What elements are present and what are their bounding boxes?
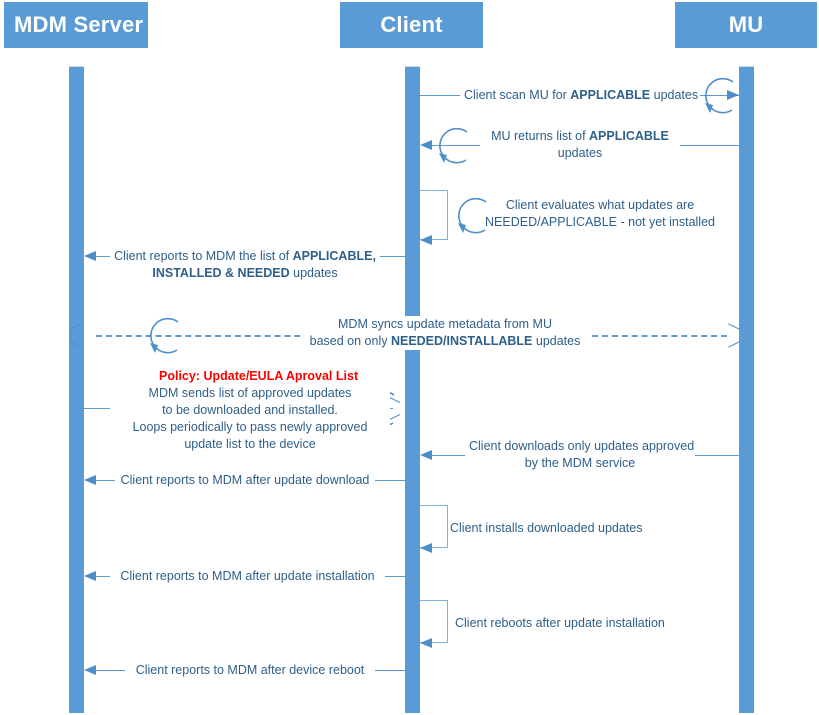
participant-header-mdm-server[interactable]: MDM Server <box>4 2 148 48</box>
loop-arrow-icon-m5 <box>139 310 191 362</box>
label-line: NEEDED/APPLICABLE - not yet installed <box>485 215 715 229</box>
self-message-box-m11[interactable] <box>420 600 448 643</box>
message-label-m11: Client reboots after update installation <box>455 616 665 630</box>
message-line <box>84 408 393 409</box>
participant-label-client: Client <box>380 12 443 37</box>
lifeline-client <box>405 66 420 713</box>
loop-arrow-icon-m2 <box>428 120 480 172</box>
message-line <box>420 95 739 96</box>
arrowhead-left-icon <box>420 235 432 245</box>
label-line: update list to the device <box>184 437 316 451</box>
arrowhead-right-icon <box>727 90 739 100</box>
self-message-box-m9[interactable] <box>420 505 448 548</box>
label-line: MDM syncs update metadata from MU <box>338 317 552 331</box>
arrowhead-left-icon <box>84 251 96 261</box>
message-label-m4: Client reports to MDM the list of APPLIC… <box>110 248 380 282</box>
label-part: MU returns list of <box>491 129 590 143</box>
loop-arrow-icon-m6 <box>355 383 407 435</box>
message-line <box>96 480 405 481</box>
arrowhead-right-icon <box>727 329 739 341</box>
message-label-m5: MDM syncs update metadata from MU based … <box>300 316 590 350</box>
arrowhead-left-icon <box>84 475 96 485</box>
label-line: MDM sends list of approved updates <box>148 386 352 400</box>
label-line: updates <box>557 146 603 160</box>
lifeline-mu <box>739 66 754 713</box>
arrowhead-left-icon <box>420 450 432 460</box>
participant-header-client[interactable]: Client <box>340 2 483 48</box>
message-line <box>96 256 405 257</box>
label-part: updates <box>289 266 338 280</box>
participant-label-mu: MU <box>728 12 764 37</box>
arrowhead-left-icon <box>420 140 432 150</box>
label-line: to be downloaded and installed. <box>162 403 338 417</box>
arrowhead-left-icon <box>420 543 432 553</box>
message-label-m3: Client evaluates what updates are NEEDED… <box>480 197 720 231</box>
participant-label-mdm-server: MDM Server <box>14 12 144 37</box>
loop-arrow-icon-m3 <box>447 190 499 242</box>
label-part-strong: INSTALLED & NEEDED <box>152 266 290 280</box>
label-part-strong: APPLICABLE <box>589 129 669 143</box>
label-line: MU returns list of APPLICABLE <box>484 128 676 145</box>
label-line: Client downloads only updates approved <box>469 439 695 453</box>
label-line: Loops periodically to pass newly approve… <box>132 420 368 434</box>
self-message-box-m3[interactable] <box>420 190 448 240</box>
label-line: Client evaluates what updates are <box>505 198 695 212</box>
label-line: INSTALLED & NEEDED updates <box>114 265 376 282</box>
lifeline-mdm-server <box>69 66 84 713</box>
message-label-m6-policy: Policy: Update/EULA Aproval List <box>155 368 358 385</box>
participant-header-mu[interactable]: MU <box>675 2 817 48</box>
arrowhead-left-icon <box>71 329 83 341</box>
message-label-m6: MDM sends list of approved updates to be… <box>110 385 390 453</box>
label-line: by the MDM service <box>524 456 636 470</box>
loop-arrow-icon-m1 <box>694 70 746 122</box>
arrowhead-left-icon <box>84 571 96 581</box>
arrowhead-left-icon <box>84 665 96 675</box>
message-label-m9: Client installs downloaded updates <box>450 521 643 535</box>
message-line <box>96 576 405 577</box>
message-line <box>432 455 739 456</box>
arrowhead-left-icon <box>420 638 432 648</box>
message-line <box>96 670 405 671</box>
